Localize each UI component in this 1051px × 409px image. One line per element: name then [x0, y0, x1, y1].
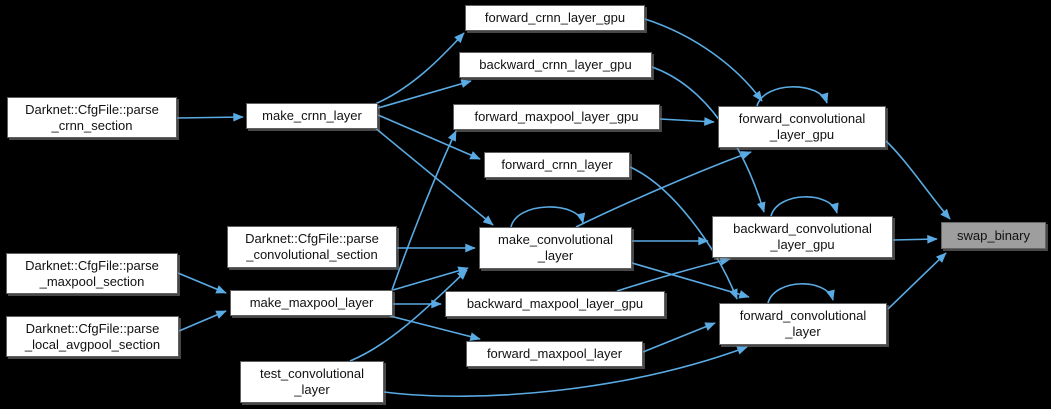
edge-make-crnn-to-backward-crnn-gpu — [377, 79, 472, 109]
node-parse-maxpool-section[interactable]: Darknet::CfgFile::parse _maxpool_section — [6, 253, 178, 294]
node-parse-local-avgpool-section[interactable]: Darknet::CfgFile::parse _local_avgpool_s… — [6, 316, 179, 357]
node-label-line: Darknet::CfgFile::parse — [245, 231, 379, 246]
edge-self-loop-forward-conv — [767, 283, 835, 304]
node-label-line: forward_crnn_layer — [501, 157, 613, 172]
edge-backward-maxpool-gpu-to-backward-conv-gpu — [616, 256, 731, 292]
node-label-line: Darknet::CfgFile::parse — [25, 101, 159, 117]
edge-parse-crnn-to-make-crnn — [176, 112, 244, 122]
node-label-line: _maxpool_section — [39, 273, 145, 289]
node-label-line: Darknet::CfgFile::parse — [25, 320, 160, 336]
node-label-line: test_convolutional — [259, 366, 365, 381]
node-label-line: backward_maxpool_layer_gpu — [466, 296, 644, 311]
edge-backward-conv-gpu-to-swap-binary — [892, 234, 938, 244]
edge-forward-crnn-gpu-to-forward-conv-gpu — [644, 18, 763, 102]
node-backward-convolutional-layer-gpu[interactable]: backward_convolutional _layer_gpu — [712, 216, 893, 258]
node-parse-crnn-section[interactable]: Darknet::CfgFile::parse _crnn_section — [7, 97, 177, 138]
node-label-line: backward_convolutional — [733, 221, 872, 236]
edge-self-loop-backward-conv-gpu — [770, 196, 839, 217]
node-forward-convolutional-layer-gpu[interactable]: forward_convolutional _layer_gpu — [718, 106, 886, 148]
edge-make-maxpool-to-forward-maxpool-gpu — [391, 130, 457, 291]
node-label-line: make_maxpool_layer — [249, 295, 374, 310]
node-label-line: _convolutional_section — [246, 247, 378, 262]
edge-self-loop-forward-conv-gpu — [756, 86, 829, 107]
node-make-crnn-layer[interactable]: make_crnn_layer — [246, 103, 378, 129]
node-test-convolutional-layer[interactable]: test_convolutional _layer — [240, 361, 384, 403]
node-label-line: _layer — [294, 382, 330, 397]
node-label-line: swap_binary — [957, 227, 1030, 243]
edge-forward-maxpool-gpu-to-forward-conv-gpu — [659, 117, 715, 126]
node-label-line: _layer — [537, 248, 574, 263]
edge-make-crnn-to-forward-crnn — [377, 114, 481, 160]
edge-make-crnn-to-make-conv — [373, 126, 494, 226]
node-label-line: _layer_gpu — [770, 237, 835, 252]
node-forward-maxpool-layer[interactable]: forward_maxpool_layer — [466, 341, 643, 367]
node-forward-crnn-layer-gpu[interactable]: forward_crnn_layer_gpu — [465, 5, 645, 31]
node-label-line: _crnn_section — [51, 117, 133, 133]
edge-make-maxpool-to-make-conv — [392, 266, 469, 291]
node-label-line: forward_maxpool_layer_gpu — [474, 109, 639, 124]
node-label-line: forward_convolutional — [738, 111, 866, 126]
node-label-line: Darknet::CfgFile::parse — [25, 257, 159, 273]
node-label-line: forward_crnn_layer_gpu — [484, 10, 626, 25]
node-forward-convolutional-layer[interactable]: forward_convolutional _layer — [719, 303, 887, 345]
node-label-line: backward_crnn_layer_gpu — [479, 57, 632, 72]
node-label-line: _local_avgpool_section — [24, 336, 161, 352]
node-make-maxpool-layer[interactable]: make_maxpool_layer — [230, 290, 393, 316]
node-swap-binary: swap_binary — [941, 222, 1046, 249]
node-backward-crnn-layer-gpu[interactable]: backward_crnn_layer_gpu — [459, 52, 652, 78]
edge-forward-crnn-to-forward-conv — [629, 166, 738, 300]
edge-forward-conv-gpu-to-swap-binary — [885, 140, 951, 220]
node-make-convolutional-layer[interactable]: make_convolutional _layer — [479, 227, 632, 269]
edge-make-crnn-to-forward-crnn-gpu — [374, 32, 465, 105]
edge-parse-local-avgpool-to-make-maxpool — [178, 310, 227, 332]
node-label-line: forward_maxpool_layer — [486, 346, 623, 361]
edge-forward-conv-to-swap-binary — [887, 252, 947, 310]
node-backward-maxpool-layer-gpu[interactable]: backward_maxpool_layer_gpu — [445, 291, 665, 317]
node-label-line: make_convolutional — [498, 232, 613, 247]
edge-forward-maxpool-to-forward-conv — [642, 322, 716, 353]
node-label-line: _layer_gpu — [769, 127, 835, 142]
edge-make-maxpool-to-forward-maxpool — [389, 315, 481, 341]
edge-test-conv-to-make-conv — [349, 269, 468, 362]
node-forward-crnn-layer[interactable]: forward_crnn_layer — [484, 152, 630, 178]
node-label-line: forward_convolutional — [739, 308, 867, 323]
edge-test-conv-to-forward-conv — [383, 346, 748, 398]
node-forward-maxpool-layer-gpu[interactable]: forward_maxpool_layer_gpu — [453, 104, 660, 130]
edge-make-conv-to-forward-conv-gpu — [575, 151, 752, 228]
node-label-line: make_crnn_layer — [262, 108, 362, 123]
edge-parse-maxpool-to-make-maxpool — [177, 272, 227, 294]
edge-make-conv-to-forward-conv — [631, 262, 750, 299]
edge-self-loop-make-conv — [510, 206, 586, 228]
node-label-line: _layer — [785, 324, 821, 339]
node-parse-convolutional-section[interactable]: Darknet::CfgFile::parse _convolutional_s… — [227, 226, 397, 268]
